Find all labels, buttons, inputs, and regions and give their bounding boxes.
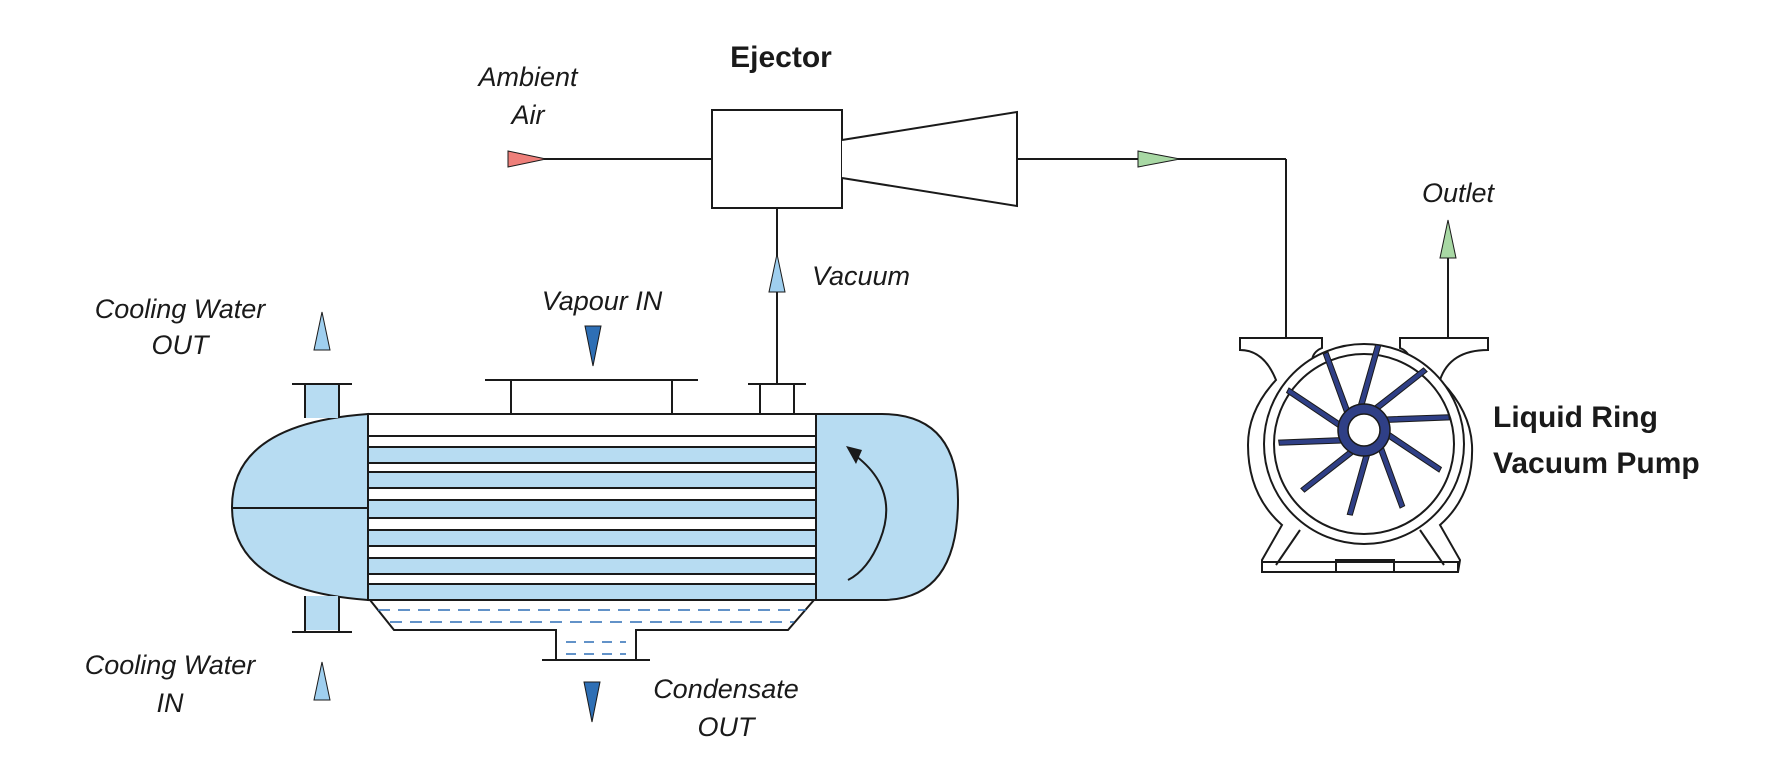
impeller-shaft <box>1347 413 1381 447</box>
cooling-water-in-arrow <box>313 661 331 701</box>
cooling-water-out-nozzle <box>305 384 339 418</box>
pump-label-line2: Vacuum Pump <box>1493 447 1700 480</box>
condensate-out-arrow <box>583 681 601 723</box>
cooling-water-out-label-line1: Cooling Water <box>95 294 267 324</box>
ejector-body <box>711 109 843 209</box>
condensate-out-label-line1: Condensate <box>653 674 799 704</box>
ambient-air-arrow <box>507 150 547 168</box>
vacuum-label: Vacuum <box>812 261 910 291</box>
outlet-arrow <box>1439 219 1457 259</box>
flow-arrows <box>313 150 1457 723</box>
ambient-air-label-line1: Ambient <box>476 62 579 92</box>
ejector-diffuser <box>841 110 1018 208</box>
cooling-water-out-arrow <box>313 311 331 351</box>
vapour-inlet-flange <box>485 379 698 415</box>
tube-bundle <box>367 446 817 601</box>
condenser <box>230 379 960 661</box>
vacuum-nozzle <box>759 383 795 414</box>
vapour-in-arrow <box>584 325 602 367</box>
circulation-arrow <box>847 455 888 581</box>
condensate-out-label-line2: OUT <box>698 712 758 742</box>
outlet-label: Outlet <box>1422 178 1496 208</box>
liquid-ring-vacuum-pump <box>1239 337 1489 573</box>
ejector-label: Ejector <box>730 41 832 74</box>
vapour-in-label: Vapour IN <box>542 286 663 316</box>
labels: Ejector Ambient Air Vacuum Vapour IN Coo… <box>85 41 1700 742</box>
ambient-air-label-line2: Air <box>510 100 546 130</box>
cooling-water-out-label-line2: OUT <box>152 330 212 360</box>
pump-label-line1: Liquid Ring <box>1493 401 1658 434</box>
ejector <box>711 109 1018 209</box>
condensate-hopper <box>367 599 817 661</box>
ejector-outlet-arrow <box>1137 150 1181 168</box>
cooling-water-in-nozzle <box>305 596 339 630</box>
cooling-water-in-label-line2: IN <box>157 688 185 718</box>
cooling-water-in-label-line1: Cooling Water <box>85 650 257 680</box>
impeller <box>1278 344 1450 516</box>
vacuum-arrow <box>768 253 786 293</box>
